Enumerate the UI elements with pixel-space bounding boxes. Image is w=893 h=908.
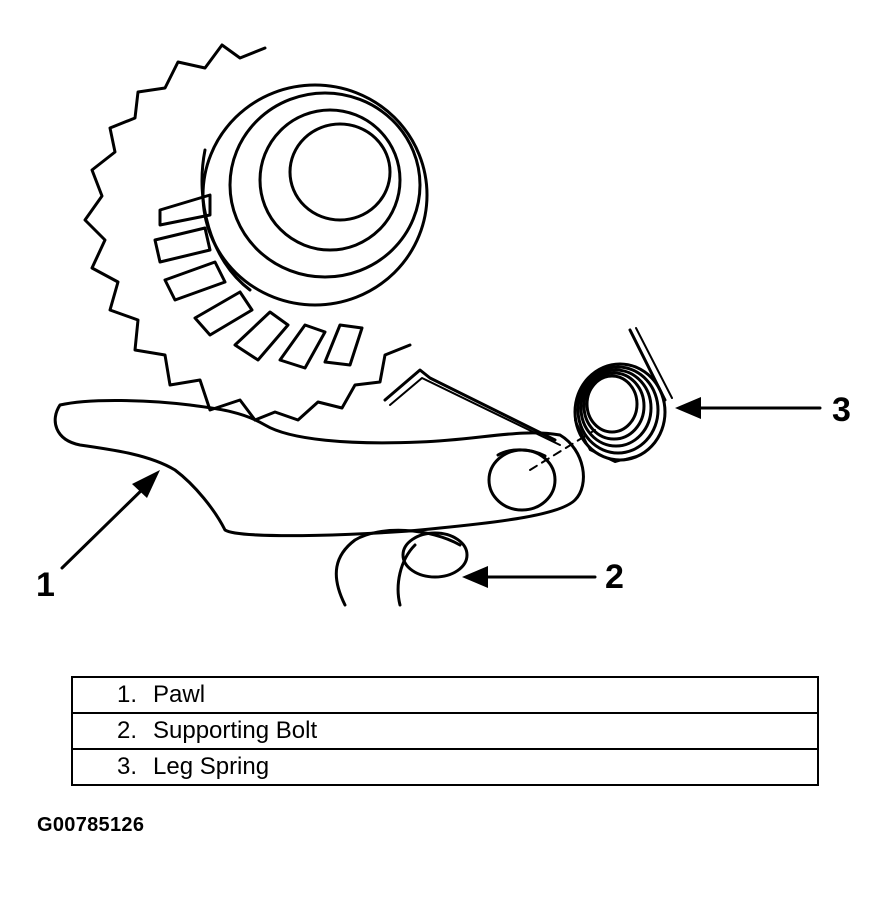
legend-number: 1. <box>117 681 138 708</box>
pawl-assembly-drawing <box>53 43 822 607</box>
supporting-bolt <box>334 528 469 607</box>
callout-arrow-3 <box>675 397 822 419</box>
pawl <box>53 399 585 538</box>
legend-row: 3. Leg Spring <box>71 748 819 786</box>
legend-row: 1. Pawl <box>71 676 819 714</box>
legend-text: Supporting Bolt <box>153 717 318 744</box>
callout-3: 3 <box>832 391 851 429</box>
legend-number: 2. <box>117 717 138 744</box>
leg-spring <box>383 327 673 471</box>
legend-text: Leg Spring <box>153 753 270 780</box>
legend-text: Pawl <box>153 681 206 708</box>
callout-arrow-2 <box>462 566 597 588</box>
callout-2: 2 <box>605 558 624 596</box>
legend-number: 3. <box>117 753 138 780</box>
callout-arrow-1 <box>60 470 160 570</box>
sprocket-hub <box>200 83 429 307</box>
legend-row: 2. Supporting Bolt <box>71 712 819 750</box>
legend-table: 1. Pawl 2. Supporting Bolt 3. Leg Spring <box>71 676 819 786</box>
sprocket-wheel <box>83 43 412 422</box>
callout-1: 1 <box>36 566 55 604</box>
figure-code: G00785126 <box>37 814 145 836</box>
